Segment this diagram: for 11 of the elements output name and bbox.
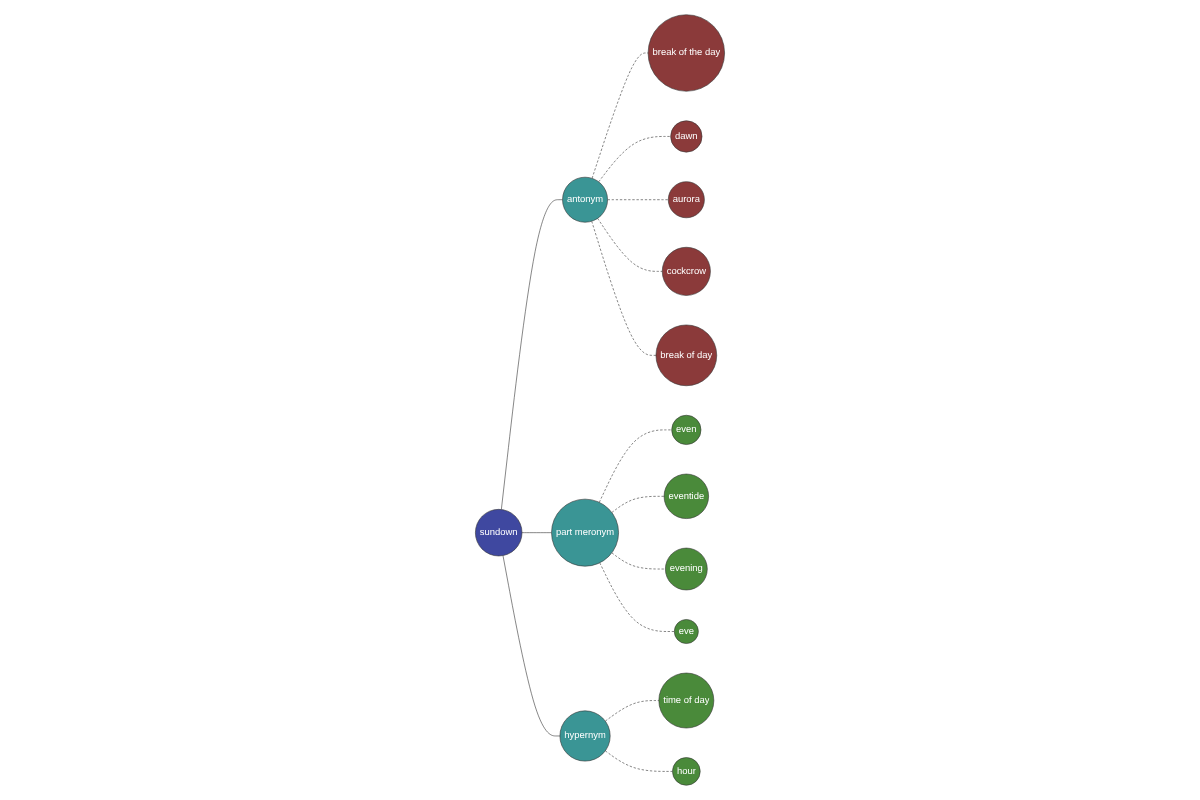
connector	[605, 700, 660, 722]
connector	[611, 552, 666, 570]
connector	[607, 199, 669, 200]
connector	[597, 218, 663, 272]
connector	[598, 136, 671, 183]
connector	[521, 532, 552, 533]
connector	[605, 750, 673, 772]
connector	[501, 199, 563, 510]
connector	[599, 429, 672, 503]
connector	[599, 562, 675, 632]
connector	[502, 555, 561, 737]
